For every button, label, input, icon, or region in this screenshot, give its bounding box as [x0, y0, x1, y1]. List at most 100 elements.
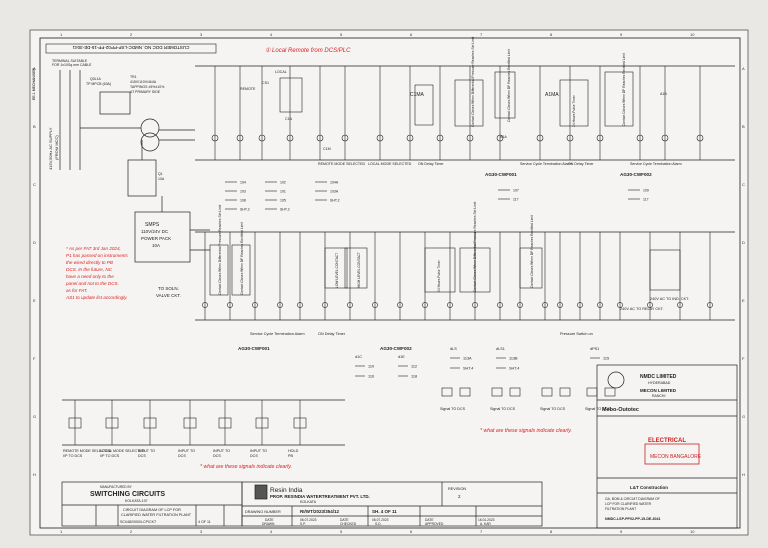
- coil-symbol: [422, 302, 428, 308]
- tb-drawing-no: RI/WT/2023/354/12: [300, 509, 340, 514]
- tag-cs1: CS1: [262, 81, 269, 85]
- coil-symbol: [517, 302, 523, 308]
- grid-col-label: 3: [200, 32, 203, 37]
- lamp-symbol: [236, 134, 244, 142]
- grid-col-label: 9: [620, 32, 623, 37]
- tag-local: LOCAL: [275, 70, 287, 74]
- red-note-fat-line: P1 has passed on instruments: [66, 253, 128, 258]
- grid-col-label: 6: [410, 529, 413, 534]
- coil-symbol: [557, 302, 563, 308]
- grid-col-label: 5: [340, 529, 343, 534]
- red-note-fat-line: DCS. In the future, NC: [66, 267, 113, 272]
- lamp-symbol: [286, 134, 294, 142]
- tag-a1a: A1A: [500, 135, 507, 139]
- signal-contact-box: [541, 387, 553, 397]
- lamp-symbol: [466, 134, 474, 142]
- grid-col-label: 8: [550, 529, 553, 534]
- d1e-item: 112: [411, 365, 417, 369]
- lamp-symbol: [596, 134, 604, 142]
- lamp-symbol: [406, 134, 414, 142]
- signal-contact-box: [604, 387, 616, 397]
- tb-sheet: SH. 4 OF 11: [372, 509, 397, 514]
- row2-caption: 240V AC TO IND. CKT.: [650, 297, 689, 301]
- terminal-note-1: TERMINAL SUITABLE: [52, 59, 88, 63]
- contact-c1a-item: 102: [280, 181, 286, 185]
- tb-drawn-by: S.P.: [300, 522, 306, 526]
- lamp-symbol: [258, 134, 266, 142]
- tb-revision-label: REVISION: [448, 487, 466, 491]
- grid-col-label: 9: [620, 529, 623, 534]
- lamp-symbol: [696, 134, 704, 142]
- rb-lnt: L&T Construction: [630, 485, 668, 490]
- dls1-tag: dLS1: [496, 347, 505, 351]
- grid-row-label: B: [33, 124, 36, 129]
- grid-row-label: E: [33, 298, 36, 303]
- signal-contact-box: [183, 417, 197, 429]
- rb-mecon-stamp: MECON BANGALORE: [650, 454, 702, 460]
- row2-caption: Pressure Switch on: [560, 332, 593, 336]
- tb-resin: Resin India: [270, 487, 303, 494]
- tag-c1ma-2: A1MA: [545, 92, 559, 98]
- d1e-item: 118: [411, 375, 417, 379]
- bottom-signal-caption: REMOTE MODE SELECTED: [63, 449, 112, 453]
- trafo-tag: TR1: [130, 75, 137, 79]
- contact-c1a-item: 101: [280, 190, 286, 194]
- grid-row-label: G: [742, 414, 745, 419]
- d1c-item: 116: [368, 375, 374, 379]
- grid-row-label: A: [742, 66, 745, 71]
- bottom-signal-caption: LOCAL MODE SELECTED: [100, 449, 145, 453]
- signal-contact-box: [218, 417, 232, 429]
- signal-contact-box: [559, 387, 571, 397]
- coil-symbol: [252, 302, 258, 308]
- grid-row-label: C: [33, 182, 36, 187]
- coil-symbol: [397, 302, 403, 308]
- contact-c1ma-item: 103A: [330, 190, 339, 194]
- red-note-fat: * As per FAT 3rd Jan 2024, P1 has passed …: [65, 246, 128, 300]
- dls1-item: SHT.4: [509, 367, 519, 371]
- grid-col-label: 3: [200, 529, 203, 534]
- rb-mebo-outotec: Mebo-Outotec: [602, 407, 639, 413]
- grid-col-label: 4: [270, 529, 273, 534]
- tb-revision: 2: [458, 494, 461, 499]
- coil-symbol: [647, 302, 653, 308]
- lamp-symbol: [316, 134, 324, 142]
- approval-note: EE-1 MECHANISER: [32, 67, 36, 100]
- row2-device-label: HIGH LEVEL CONTACT: [357, 252, 361, 288]
- trafo-rating: 415V/110V/4kVA: [130, 80, 157, 84]
- lamp-symbol: [211, 134, 219, 142]
- trafo-tapping: TAPPINGS ±5%±10%: [130, 85, 164, 89]
- coil-symbol: [577, 302, 583, 308]
- grid-col-label: 10: [690, 32, 695, 37]
- signal-contact-box: [105, 417, 119, 429]
- fuse-rating: 10A: [158, 177, 165, 181]
- tag-c1m: C1M: [323, 147, 331, 151]
- grid-row-label: C: [742, 182, 745, 187]
- bottom-signal-caption-2: I/P TO DCS: [63, 454, 83, 458]
- coil-symbol: [297, 302, 303, 308]
- grid-col-label: 2: [130, 529, 133, 534]
- row2-device-label: Contact Closes When DP Reaches Rectified…: [240, 222, 244, 295]
- red-note-signals-mid: * what are these signals indicate clearl…: [480, 428, 572, 434]
- rb-nmdc-sub: HYDERABAD: [648, 381, 671, 385]
- smps-rating: 10A: [152, 243, 160, 248]
- tb-title-1: CIRCUIT DIAGRAM OF LCP FOR: [123, 508, 181, 512]
- grid-col-label: 7: [480, 529, 483, 534]
- fuse-tag: Q1: [158, 172, 163, 176]
- tb-maker: SWITCHING CIRCUITS: [90, 491, 165, 498]
- grid-col-label: 5: [340, 32, 343, 37]
- tb-client: PROP. RESINDIA WATERTREATMENT PVT. LTD.: [270, 494, 370, 499]
- coil-symbol: [322, 302, 328, 308]
- row2-device-label: Contact Closes When Differential Pressur…: [218, 205, 222, 295]
- coil-symbol: [347, 302, 353, 308]
- signal-contact-box: [143, 417, 157, 429]
- row1-caption: Service Cycle Termination Alarm: [630, 162, 682, 166]
- coil-symbol: [472, 302, 478, 308]
- signal-contact-box: [293, 417, 307, 429]
- terminal-note-2: FOR 1x10Sq.mm CABLE: [52, 63, 92, 67]
- smps-pack: POWER PACK: [141, 236, 171, 241]
- grid-row-label: G: [33, 414, 36, 419]
- contact-a1a-item: 117: [513, 198, 519, 202]
- red-note-fat-line: * As per FAT 3rd Jan 2024,: [66, 246, 121, 251]
- bottom-signal-caption-2: DCS: [250, 454, 258, 458]
